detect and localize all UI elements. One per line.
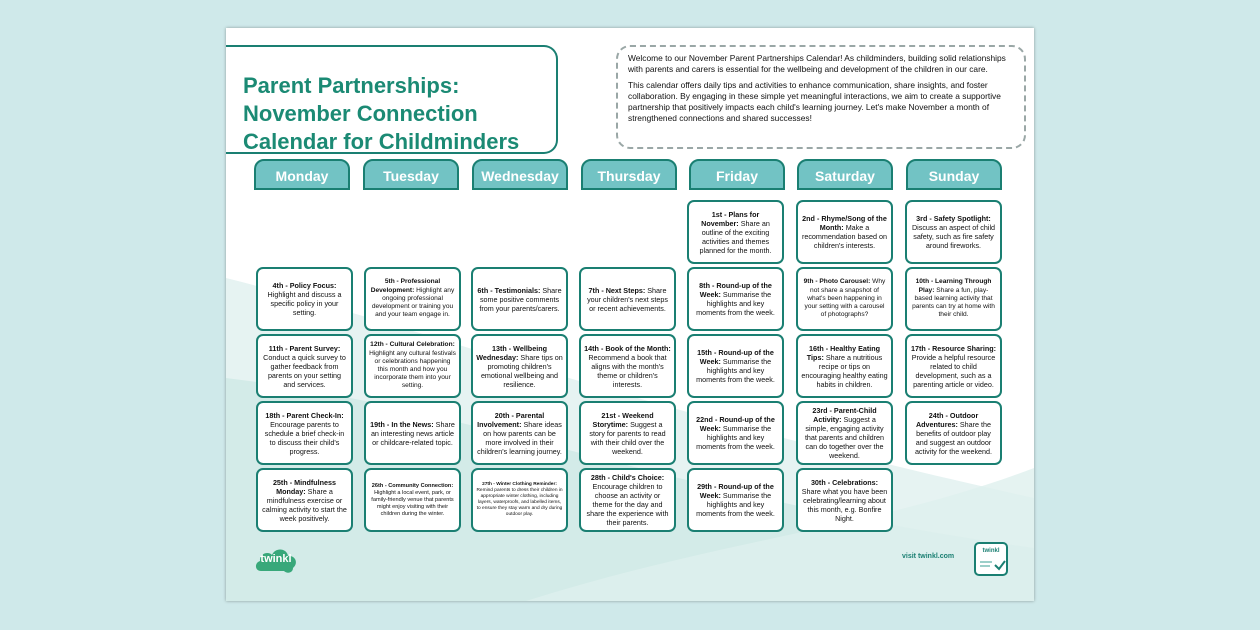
day-cell-27: 27th - Winter Clothing Reminder: Remind … <box>471 468 568 532</box>
day-cell-29: 29th - Round-up of the Week: Summarise t… <box>687 468 784 532</box>
twinkl-badge: twinkl <box>974 542 1008 576</box>
day-cell-18: 18th - Parent Check-In: Encourage parent… <box>256 401 353 465</box>
day-cell-10: 10th - Learning Through Play: Share a fu… <box>905 267 1002 331</box>
day-cell-22: 22nd - Round-up of the Week: Summarise t… <box>687 401 784 465</box>
day-cell-19: 19th - In the News: Share an interesting… <box>364 401 461 465</box>
day-cell-7: 7th - Next Steps: Share your children's … <box>579 267 676 331</box>
title-line-1: Parent Partnerships: <box>243 73 460 98</box>
day-cell-9: 9th - Photo Carousel: Why not share a sn… <box>796 267 893 331</box>
day-cell-5: 5th - Professional Development: Highligh… <box>364 267 461 331</box>
badge-text: twinkl <box>982 548 1000 554</box>
day-cell-17: 17th - Resource Sharing: Provide a helpf… <box>905 334 1002 398</box>
day-header-friday: Friday <box>689 159 785 190</box>
day-header-monday: Monday <box>254 159 350 190</box>
title-line-2: November Connection <box>243 101 478 126</box>
day-cell-13: 13th - Wellbeing Wednesday: Share tips o… <box>471 334 568 398</box>
day-header-saturday: Saturday <box>797 159 893 190</box>
day-cell-11: 11th - Parent Survey: Conduct a quick su… <box>256 334 353 398</box>
day-cell-30: 30th - Celebrations: Share what you have… <box>796 468 893 532</box>
title-line-3: Calendar for Childminders <box>243 129 520 154</box>
day-cell-4: 4th - Policy Focus: Highlight and discus… <box>256 267 353 331</box>
calendar-sheet: Parent Partnerships: November Connection… <box>226 28 1034 601</box>
logo-text: twinkl <box>260 553 292 565</box>
day-cell-24: 24th - Outdoor Adventures: Share the ben… <box>905 401 1002 465</box>
intro-paragraph-1: Welcome to our November Parent Partnersh… <box>628 53 1006 74</box>
day-header-thursday: Thursday <box>581 159 677 190</box>
day-cell-23: 23rd - Parent-Child Activity: Suggest a … <box>796 401 893 465</box>
day-cell-15: 15th - Round-up of the Week: Summarise t… <box>687 334 784 398</box>
intro-box: Welcome to our November Parent Partnersh… <box>616 45 1026 149</box>
day-cell-25: 25th - Mindfulness Monday: Share a mindf… <box>256 468 353 532</box>
visit-link[interactable]: visit twinkl.com <box>902 553 955 560</box>
day-cell-28: 28th - Child's Choice: Encourage childre… <box>579 468 676 532</box>
checkmark-icon <box>980 560 1006 571</box>
day-header-tuesday: Tuesday <box>363 159 459 190</box>
day-cell-6: 6th - Testimonials: Share some positive … <box>471 267 568 331</box>
page-title: Parent Partnerships: November Connection… <box>243 72 543 156</box>
day-cell-3: 3rd - Safety Spotlight: Discuss an aspec… <box>905 200 1002 264</box>
day-cell-1: 1st - Plans for November: Share an outli… <box>687 200 784 264</box>
day-cell-2: 2nd - Rhyme/Song of the Month: Make a re… <box>796 200 893 264</box>
day-cell-21: 21st - Weekend Storytime: Suggest a stor… <box>579 401 676 465</box>
title-box: Parent Partnerships: November Connection… <box>226 45 558 154</box>
day-cell-26: 26th - Community Connection: Highlight a… <box>364 468 461 532</box>
intro-paragraph-2: This calendar offers daily tips and acti… <box>628 80 1001 123</box>
day-header-wednesday: Wednesday <box>472 159 568 190</box>
logo-cloud-icon <box>255 549 296 573</box>
twinkl-logo: twinkl <box>253 543 299 577</box>
day-cell-20: 20th - Parental Involvement: Share ideas… <box>471 401 568 465</box>
day-cell-8: 8th - Round-up of the Week: Summarise th… <box>687 267 784 331</box>
day-cell-16: 16th - Healthy Eating Tips: Share a nutr… <box>796 334 893 398</box>
day-cell-12: 12th - Cultural Celebration: Highlight a… <box>364 334 461 398</box>
day-header-sunday: Sunday <box>906 159 1002 190</box>
day-cell-14: 14th - Book of the Month: Recommend a bo… <box>579 334 676 398</box>
